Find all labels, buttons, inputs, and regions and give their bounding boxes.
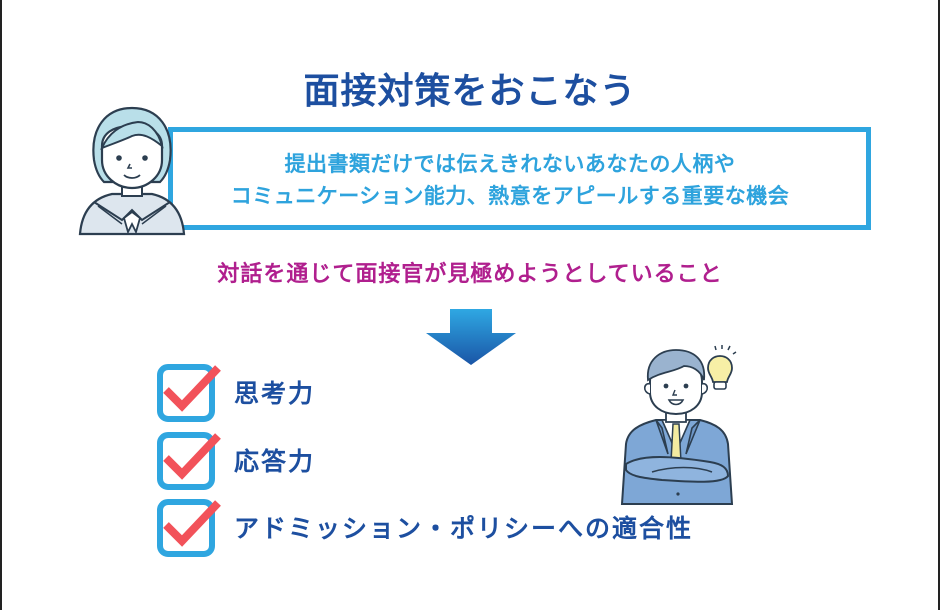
checklist-item-label: 思考力 bbox=[234, 379, 316, 408]
checklist-item: 思考力 bbox=[156, 362, 796, 422]
checkbox-checked-icon bbox=[157, 499, 221, 557]
student-illustration-icon bbox=[78, 106, 186, 236]
arrow-down-icon bbox=[426, 309, 516, 365]
info-text: 提出書類だけでは伝えきれないあなたの人柄や コミュニケーション能力、熱意をアピー… bbox=[150, 148, 870, 212]
checkbox-checked-icon bbox=[157, 432, 221, 490]
subtitle: 対話を通じて面接官が見極めようとしていること bbox=[217, 262, 723, 287]
checkbox-checked-icon bbox=[157, 364, 221, 422]
lightbulb-icon bbox=[707, 345, 737, 390]
info-line-1: 提出書類だけでは伝えきれないあなたの人柄や bbox=[284, 152, 736, 176]
checklist-item: 応答力 bbox=[156, 430, 796, 490]
checklist-item-label: アドミッション・ポリシーへの適合性 bbox=[234, 514, 694, 543]
info-line-2: コミュニケーション能力、熱意をアピールする重要な機会 bbox=[230, 184, 790, 208]
businessman-illustration-icon bbox=[620, 345, 737, 505]
page-title: 面接対策をおこなう bbox=[303, 71, 637, 112]
info-box bbox=[168, 127, 871, 230]
checklist-item-label: 応答力 bbox=[234, 447, 316, 476]
checklist-item: アドミッション・ポリシーへの適合性 bbox=[156, 497, 796, 557]
